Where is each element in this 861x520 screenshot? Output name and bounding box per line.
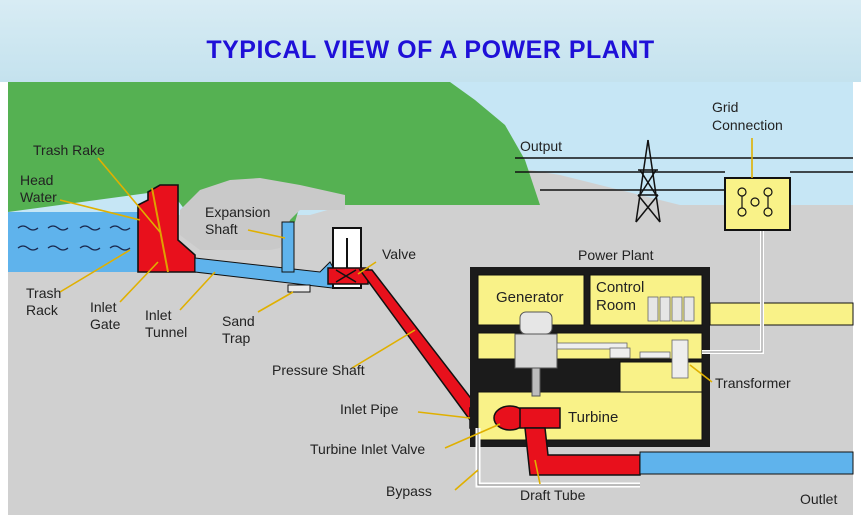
label-expansion-shaft-1: Expansion	[205, 204, 270, 220]
label-valve: Valve	[382, 246, 416, 262]
label-bypass: Bypass	[386, 483, 432, 499]
label-expansion-shaft-2: Shaft	[205, 221, 238, 237]
label-output: Output	[520, 138, 562, 154]
hill	[8, 82, 540, 228]
generator-housing	[514, 333, 558, 369]
tail-race	[639, 451, 854, 475]
label-inlet-pipe: Inlet Pipe	[340, 401, 399, 417]
label-inlet-tunnel-2: Tunnel	[145, 324, 187, 340]
grid-switchyard	[724, 177, 791, 231]
valve-cross	[335, 269, 357, 283]
label-inlet-tunnel-1: Inlet	[145, 307, 172, 323]
bypass-pipe-outline	[477, 428, 640, 486]
label-trash-rake: Trash Rake	[33, 142, 105, 158]
label-trash-rack-2: Rack	[26, 302, 59, 318]
label-pressure-shaft: Pressure Shaft	[272, 362, 365, 378]
label-grid-connection-1: Grid	[712, 99, 738, 115]
label-trash-rack-1: Trash	[26, 285, 61, 301]
title-band	[0, 0, 861, 82]
label-control-room-2: Room	[596, 297, 636, 314]
label-head-water-2: Water	[20, 189, 57, 205]
page-title: TYPICAL VIEW OF A POWER PLANT	[206, 36, 655, 64]
label-sand-trap-2: Trap	[222, 330, 250, 346]
transmission-lines	[515, 157, 853, 191]
label-generator: Generator	[496, 289, 564, 306]
label-draft-tube: Draft Tube	[520, 487, 586, 503]
label-inlet-gate-2: Gate	[90, 316, 121, 332]
sand-trap	[287, 284, 311, 293]
generator-unit	[519, 311, 553, 335]
turbine-body	[519, 407, 561, 429]
trash-rack-bars	[151, 187, 169, 273]
turbine-shaft	[531, 367, 541, 397]
label-grid-connection-2: Connection	[712, 117, 783, 133]
pylon	[635, 139, 661, 223]
transformer-bay	[619, 361, 703, 393]
control-room	[589, 274, 703, 326]
cable-tunnel	[709, 302, 854, 326]
label-inlet-gate-1: Inlet	[90, 299, 117, 315]
label-control-room-1: Control	[596, 279, 644, 296]
leader-lines	[59, 138, 753, 491]
label-sand-trap-1: Sand	[222, 313, 255, 329]
label-outlet: Outlet	[800, 491, 837, 507]
bus-ducts	[556, 339, 689, 379]
switchgear-symbols	[737, 187, 773, 217]
label-power-plant: Power Plant	[578, 247, 654, 263]
label-turbine-inlet-valve: Turbine Inlet Valve	[310, 441, 425, 457]
head-water	[8, 212, 148, 272]
control-panels	[647, 296, 695, 322]
label-transformer: Transformer	[715, 375, 791, 391]
water-waves	[17, 225, 131, 251]
label-turbine: Turbine	[568, 409, 618, 426]
rock-outcrop	[180, 178, 345, 250]
label-head-water-1: Head	[20, 172, 53, 188]
transformer-lead-outline	[702, 230, 763, 353]
expansion-shaft	[281, 221, 295, 273]
